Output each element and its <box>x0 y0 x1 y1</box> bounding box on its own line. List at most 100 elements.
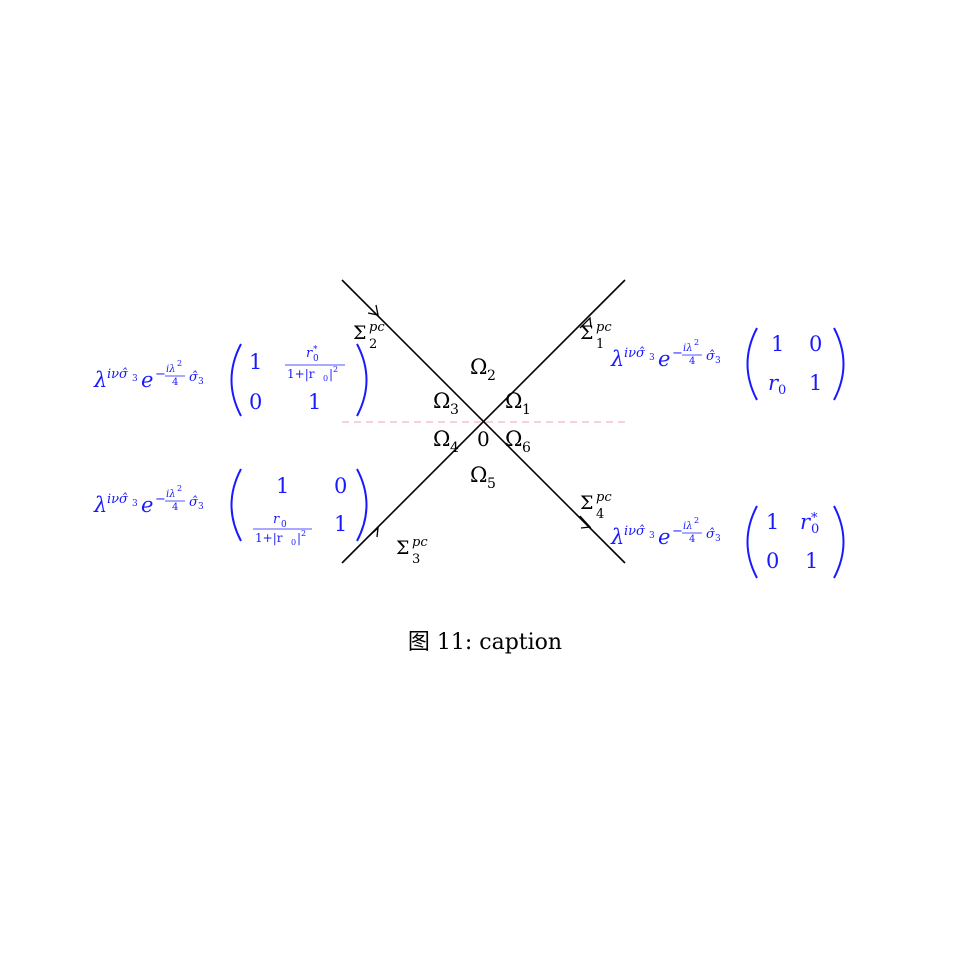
svg-text:0: 0 <box>291 538 296 547</box>
region-omega-2: Ω 2 <box>470 355 496 384</box>
right-paren <box>833 505 845 579</box>
svg-text:−: − <box>155 492 166 507</box>
svg-text:0: 0 <box>281 520 287 530</box>
jump-matrix-sigma4: λ iνσ̂ 3 e − iλ 2 4 σ̂ 3 1 r * 0 0 1 <box>610 505 845 579</box>
svg-text:2: 2 <box>694 516 699 525</box>
right-paren <box>356 468 368 542</box>
region-omega-6: Ω 6 <box>505 427 531 456</box>
svg-text:Ω: Ω <box>505 427 522 451</box>
svg-text:3: 3 <box>649 353 655 363</box>
svg-text:iνσ̂: iνσ̂ <box>107 492 129 507</box>
svg-text:6: 6 <box>522 440 531 456</box>
svg-text:0: 0 <box>249 390 262 414</box>
svg-text:pc: pc <box>596 490 612 505</box>
svg-text:e: e <box>658 347 670 371</box>
origin-label: 0 <box>477 427 490 451</box>
svg-text:0: 0 <box>778 383 786 398</box>
svg-text:1: 1 <box>522 402 531 418</box>
svg-text:Ω: Ω <box>470 463 487 487</box>
left-paren <box>746 505 758 579</box>
region-omega-5: Ω 5 <box>470 463 496 492</box>
arrow-sigma4 <box>579 515 592 529</box>
figure-caption: 图 11: caption <box>407 630 563 655</box>
svg-text:1+|r: 1+|r <box>255 531 283 545</box>
svg-text:0: 0 <box>313 354 319 364</box>
svg-text:Ω: Ω <box>505 389 522 413</box>
left-paren <box>230 468 242 542</box>
svg-text:1: 1 <box>809 371 822 395</box>
svg-text:2: 2 <box>369 337 377 352</box>
jump-matrix-sigma3: λ iνσ̂ 3 e − iλ 2 4 σ̂ 3 1 0 r 0 1+|r 0 … <box>93 468 368 547</box>
svg-text:4: 4 <box>450 440 459 456</box>
region-omega-4: Ω 4 <box>433 427 459 456</box>
svg-text:σ̂: σ̂ <box>706 527 716 542</box>
svg-text:Σ: Σ <box>396 537 409 559</box>
svg-text:Ω: Ω <box>433 389 450 413</box>
svg-text:2: 2 <box>694 338 699 347</box>
fraction-r0star: r * 0 1+|r 0 | 2 <box>285 345 345 383</box>
svg-text:1: 1 <box>249 350 262 374</box>
svg-text:λ: λ <box>93 368 107 392</box>
svg-text:3: 3 <box>715 534 721 544</box>
svg-text:iλ: iλ <box>166 489 176 500</box>
svg-text:r: r <box>306 346 313 361</box>
fraction-r0: r 0 1+|r 0 | 2 <box>253 512 312 547</box>
svg-text:|: | <box>297 531 301 545</box>
right-paren <box>356 343 368 417</box>
svg-text:0: 0 <box>334 474 347 498</box>
svg-text:pc: pc <box>596 320 612 335</box>
region-omega-3: Ω 3 <box>433 389 459 418</box>
svg-text:0: 0 <box>766 549 779 573</box>
svg-text:λ: λ <box>93 493 107 517</box>
jump-matrix-sigma1: λ iνσ̂ 3 e − iλ 2 4 σ̂ 3 1 0 r 0 1 <box>610 327 845 401</box>
svg-text:Ω: Ω <box>433 427 450 451</box>
svg-text:5: 5 <box>487 476 496 492</box>
svg-text:4: 4 <box>689 356 695 367</box>
contour-label-sigma2: Σ pc 2 <box>353 320 385 352</box>
svg-text:−: − <box>155 367 166 382</box>
svg-text:iλ: iλ <box>683 521 693 532</box>
svg-text:3: 3 <box>715 356 721 366</box>
contour-label-sigma4: Σ pc 4 <box>580 490 612 522</box>
svg-text:σ̂: σ̂ <box>189 370 199 385</box>
svg-text:3: 3 <box>412 552 420 567</box>
svg-text:1: 1 <box>308 390 321 414</box>
svg-text:4: 4 <box>689 534 695 545</box>
svg-text:r: r <box>768 371 780 395</box>
svg-text:e: e <box>141 368 153 392</box>
svg-text:0: 0 <box>809 332 822 356</box>
svg-text:3: 3 <box>450 402 459 418</box>
jump-prefix: λ iνσ̂ 3 e − iλ 2 4 σ̂ 3 <box>93 359 204 392</box>
svg-text:3: 3 <box>198 502 204 512</box>
svg-text:r: r <box>273 512 280 527</box>
svg-text:*: * <box>313 345 318 355</box>
svg-text:1: 1 <box>766 510 779 534</box>
svg-text:Σ: Σ <box>580 322 593 344</box>
svg-text:1: 1 <box>276 474 289 498</box>
svg-text:pc: pc <box>369 320 385 335</box>
arrow-sigma1 <box>579 316 592 329</box>
svg-text:2: 2 <box>177 359 182 368</box>
svg-text:iνσ̂: iνσ̂ <box>624 524 646 539</box>
svg-text:iνσ̂: iνσ̂ <box>624 346 646 361</box>
svg-text:1: 1 <box>596 337 604 352</box>
svg-text:r: r <box>800 510 812 534</box>
svg-text:1: 1 <box>334 512 347 536</box>
jump-matrix-sigma2: λ iνσ̂ 3 e − iλ 2 4 σ̂ 3 1 r * 0 1+|r 0 … <box>93 343 368 417</box>
svg-text:0: 0 <box>323 374 328 383</box>
svg-text:3: 3 <box>132 499 138 509</box>
svg-text:Ω: Ω <box>470 355 487 379</box>
jump-prefix: λ iνσ̂ 3 e − iλ 2 4 σ̂ 3 <box>610 516 721 549</box>
svg-text:pc: pc <box>412 535 428 550</box>
svg-text:e: e <box>141 493 153 517</box>
svg-text:iλ: iλ <box>166 364 176 375</box>
svg-text:1: 1 <box>805 549 818 573</box>
right-paren <box>833 327 845 401</box>
svg-text:λ: λ <box>610 347 624 371</box>
jump-prefix: λ iνσ̂ 3 e − iλ 2 4 σ̂ 3 <box>93 484 204 517</box>
left-paren <box>230 343 242 417</box>
svg-text:λ: λ <box>610 525 624 549</box>
svg-text:−: − <box>672 524 683 539</box>
svg-text:2: 2 <box>301 529 306 538</box>
